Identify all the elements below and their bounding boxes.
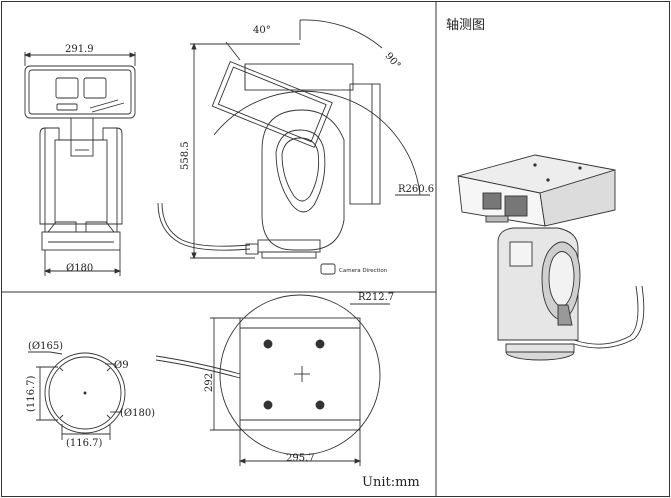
base-side-v-dim: (116.7) [26, 375, 37, 412]
camera-direction-legend: Camera Direction [339, 268, 388, 274]
top-width-dim: 295.7 [286, 453, 315, 464]
isometric-camera [457, 154, 645, 361]
unit-label: Unit:mm [362, 475, 420, 490]
tilt-up-angle: 40° [253, 25, 271, 36]
base-view [28, 351, 126, 440]
side-height-dim: 558.5 [180, 141, 191, 170]
base-circle-dim: (Ø165) [28, 341, 63, 352]
top-radius-dim: R212.7 [358, 292, 394, 303]
front-width-dim: 291.9 [65, 44, 94, 55]
front-view [23, 52, 137, 276]
tilt-down-angle: 90° [383, 51, 403, 72]
iso-view-title: 轴测图 [446, 18, 485, 33]
side-view [157, 19, 430, 275]
side-radius-dim: R260.6 [398, 184, 434, 195]
top-height-dim: 292 [204, 373, 215, 392]
base-hole-dim: Ø9 [114, 360, 129, 371]
base-side-h-dim: (116.7) [66, 438, 103, 449]
front-base-dim: Ø180 [66, 263, 93, 274]
top-view [155, 294, 390, 466]
base-outer-dim: (Ø180) [120, 408, 155, 419]
